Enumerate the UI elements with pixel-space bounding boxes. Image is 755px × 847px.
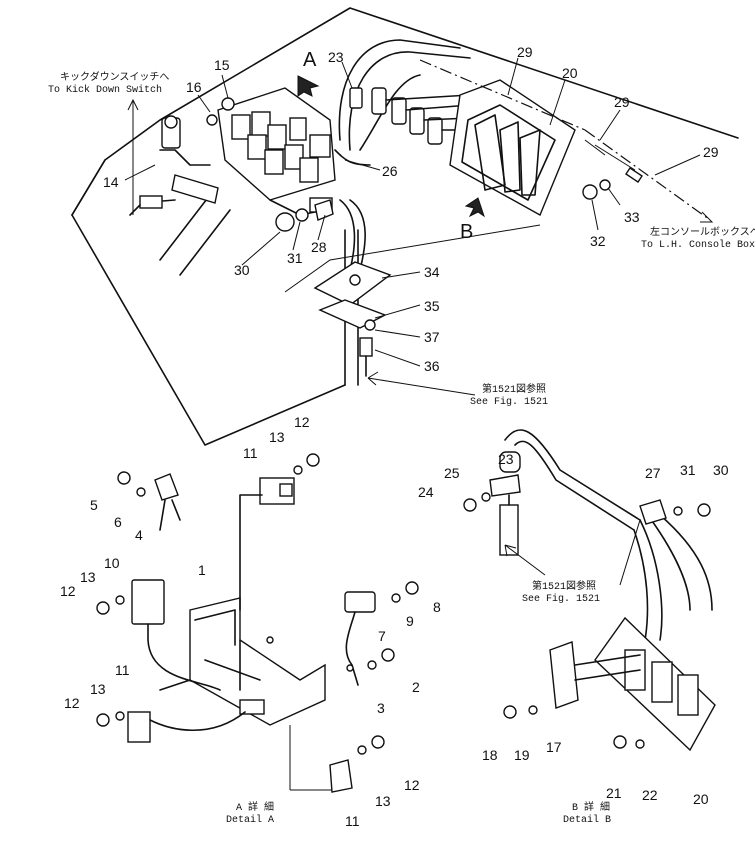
detail-a-title-en: Detail A xyxy=(226,814,274,826)
callout-34: 34 xyxy=(424,264,440,280)
callout-13-b: 13 xyxy=(80,569,96,585)
view-label-a: A xyxy=(303,49,317,71)
callout-19: 19 xyxy=(514,747,530,763)
callout-9: 9 xyxy=(406,613,414,629)
detail-a-assembly xyxy=(96,453,419,793)
callout-36: 36 xyxy=(424,358,440,374)
callout-28: 28 xyxy=(311,239,327,255)
leader-lines xyxy=(124,57,701,367)
callout-20-top: 20 xyxy=(562,65,578,81)
callout-35: 35 xyxy=(424,298,440,314)
detail-b-title-en: Detail B xyxy=(563,814,611,826)
callout-8: 8 xyxy=(433,599,441,615)
detail-a-title-jp: A 詳 細 xyxy=(236,800,274,814)
fig-arrow-top xyxy=(367,371,476,396)
callout-10: 10 xyxy=(104,555,120,571)
callout-14: 14 xyxy=(103,174,119,190)
callout-13-a: 13 xyxy=(269,429,285,445)
callout-12-b: 12 xyxy=(60,583,76,599)
detail-b-assembly xyxy=(463,429,716,752)
callout-31-b: 31 xyxy=(680,462,696,478)
callout-numbers: 15 16 14 23 29 20 29 29 26 33 32 30 31 2… xyxy=(60,44,729,829)
callout-30-top: 30 xyxy=(234,262,250,278)
callout-5: 5 xyxy=(90,497,98,513)
callout-32: 32 xyxy=(590,233,606,249)
kick-down-switch-lead xyxy=(127,98,219,216)
callout-7: 7 xyxy=(378,628,386,644)
fig-ref-top-en: See Fig. 1521 xyxy=(470,396,548,408)
callout-13-d: 13 xyxy=(375,793,391,809)
callout-12-d: 12 xyxy=(404,777,420,793)
callout-30-b: 30 xyxy=(713,462,729,478)
hardware-top xyxy=(206,97,611,232)
relay-block-top xyxy=(217,87,336,216)
detail-b-title-jp: B 詳 細 xyxy=(572,800,610,814)
callout-22: 22 xyxy=(642,787,658,803)
console-note-en: To L.H. Console Box xyxy=(641,239,755,251)
console-leads xyxy=(419,59,714,223)
callout-26: 26 xyxy=(382,163,398,179)
callout-18: 18 xyxy=(482,747,498,763)
callout-6: 6 xyxy=(114,514,122,530)
callout-33: 33 xyxy=(624,209,640,225)
callout-23-b: 23 xyxy=(498,451,514,467)
console-plate-top xyxy=(449,79,576,216)
callout-37: 37 xyxy=(424,329,440,345)
callout-29-c: 29 xyxy=(703,144,719,160)
callout-24: 24 xyxy=(418,484,434,500)
callout-29-b: 29 xyxy=(614,94,630,110)
view-arrows xyxy=(297,75,485,218)
fig-ref-top-jp: 第1521図参照 xyxy=(482,382,546,396)
callout-12-a: 12 xyxy=(294,414,310,430)
callout-23-top: 23 xyxy=(328,49,344,65)
callout-1: 1 xyxy=(198,562,206,578)
callout-2: 2 xyxy=(412,679,420,695)
callout-11-a: 11 xyxy=(243,445,258,461)
callout-20-b: 20 xyxy=(693,791,709,807)
callout-3: 3 xyxy=(377,700,385,716)
callout-25: 25 xyxy=(444,465,460,481)
callout-13-c: 13 xyxy=(90,681,106,697)
callout-27: 27 xyxy=(645,465,661,481)
console-note-jp: 左コンソールボックスへ xyxy=(650,225,755,239)
fig-ref-bottom-jp: 第1521図参照 xyxy=(532,579,596,593)
callout-12-c: 12 xyxy=(64,695,80,711)
kick-down-note-jp: キックダウンスイッチへ xyxy=(60,70,169,84)
fig-ref-bottom-en: See Fig. 1521 xyxy=(522,593,600,605)
callout-15: 15 xyxy=(214,57,230,73)
kick-down-note-en: To Kick Down Switch xyxy=(48,84,162,96)
bracket-plates xyxy=(313,261,392,377)
callout-17: 17 xyxy=(546,739,562,755)
view-label-b: B xyxy=(460,221,473,243)
callout-11-c: 11 xyxy=(345,813,360,829)
callout-11-b: 11 xyxy=(115,662,130,678)
annotation-texts: キックダウンスイッチへ To Kick Down Switch 左コンソールボッ… xyxy=(48,49,755,826)
harness-top xyxy=(334,39,471,271)
callout-4: 4 xyxy=(135,527,143,543)
cab-panel-outline xyxy=(71,7,739,446)
callout-21: 21 xyxy=(606,785,622,801)
callout-16: 16 xyxy=(186,79,202,95)
callout-29-a: 29 xyxy=(517,44,533,60)
callout-31-top: 31 xyxy=(287,250,303,266)
